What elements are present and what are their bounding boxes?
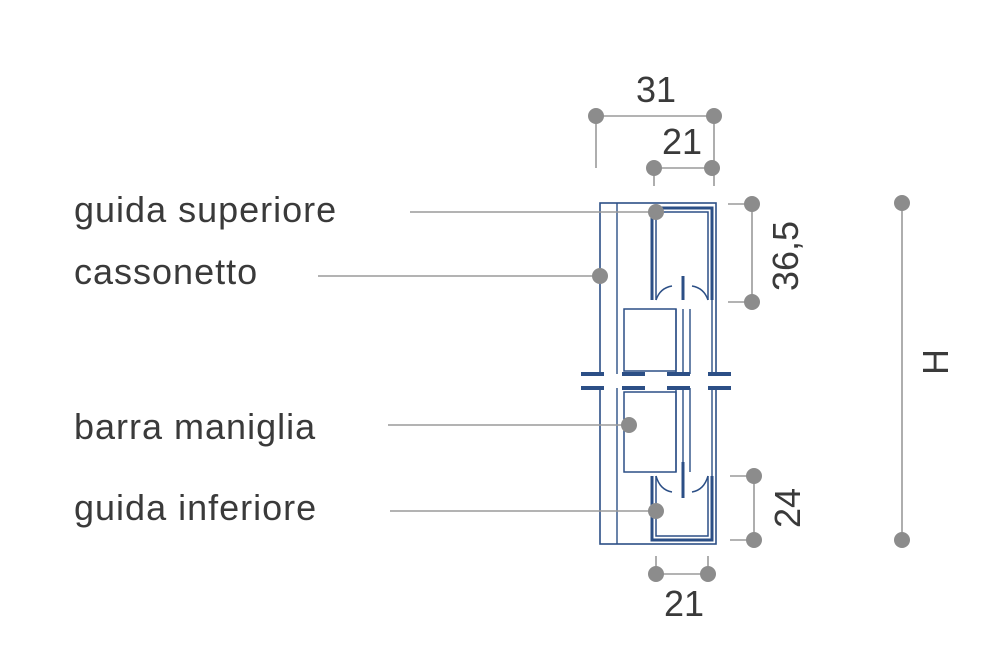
dimension-bottom-guide-height: 24 [730,468,808,548]
label-cassonetto: cassonetto [74,251,608,292]
leader-dot [592,268,608,284]
leader-dot [648,503,664,519]
dimension-top-total-width-text: 31 [636,69,676,110]
guida-superiore-profile [650,206,714,300]
dimension-bottom-guide-height-text: 24 [767,488,808,528]
label-cassonetto-text: cassonetto [74,251,258,292]
label-guida-superiore-text: guida superiore [74,189,337,230]
dimension-bottom-guide-width: 21 [648,556,716,624]
label-barra-maniglia-text: barra maniglia [74,406,316,447]
dimension-bottom-guide-width-text: 21 [664,583,704,624]
dimension-overall-height: H [894,195,956,548]
label-guida-inferiore: guida inferiore [74,487,664,528]
dimension-overall-height-text: H [915,349,956,375]
dimension-top-guide-height-text: 36,5 [765,221,806,291]
guida-superiore-lip-right [691,285,709,301]
leader-dot [648,204,664,220]
dimension-top-guide-width: 21 [646,121,720,186]
label-barra-maniglia: barra maniglia [74,406,637,447]
leader-dot [621,417,637,433]
profile-section [581,202,735,545]
label-guida-superiore: guida superiore [74,189,664,230]
guida-superiore-lip-left [655,285,673,301]
guida-inferiore-lip-right [691,475,709,493]
label-guida-inferiore-text: guida inferiore [74,487,317,528]
guida-superiore-inner [655,211,709,300]
guida-inferiore-lip-left [655,475,673,493]
dimension-top-guide-height: 36,5 [728,196,806,310]
break-lines [581,372,731,390]
dimension-top-guide-width-text: 21 [662,121,702,162]
barra-maniglia-upper [623,308,677,372]
